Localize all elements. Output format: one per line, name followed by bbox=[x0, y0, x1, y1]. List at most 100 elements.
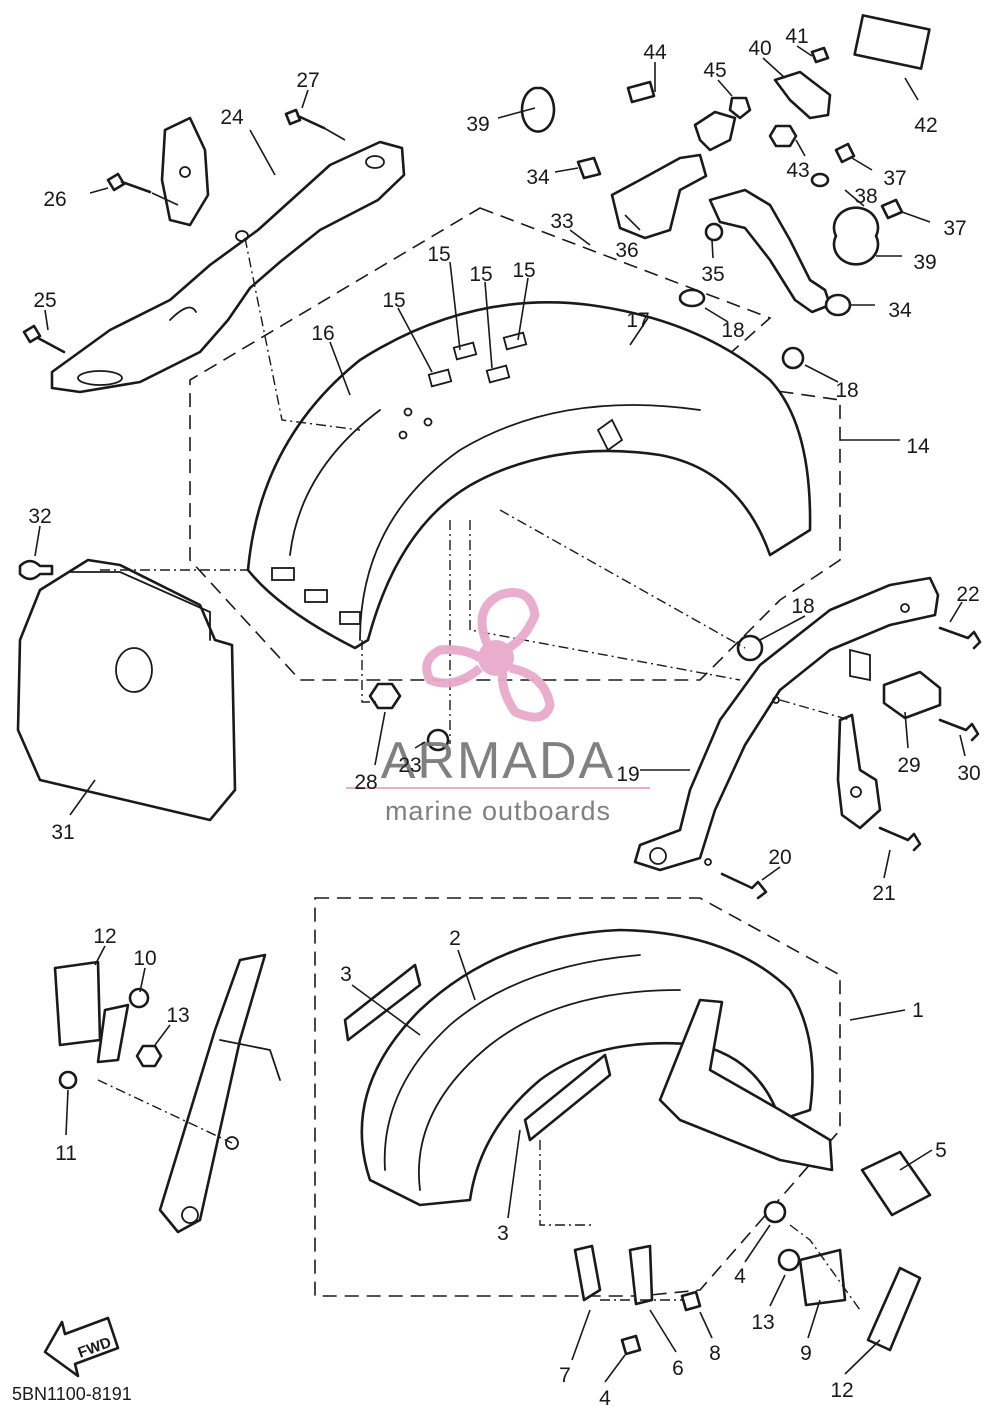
bolt-25 bbox=[22, 324, 66, 354]
collar-34-bottom bbox=[824, 293, 852, 317]
nut-13-left bbox=[135, 1044, 163, 1068]
leader-5 bbox=[899, 1149, 933, 1171]
callout-22: 22 bbox=[956, 583, 979, 606]
callout-15: 15 bbox=[469, 263, 492, 286]
bolt-37-b bbox=[880, 198, 904, 220]
callout-8: 8 bbox=[709, 1342, 721, 1365]
leader-16 bbox=[329, 341, 351, 396]
leader-13 bbox=[769, 1274, 786, 1307]
leader-25 bbox=[44, 309, 49, 331]
bracket-left-small bbox=[96, 1003, 130, 1064]
washer-38 bbox=[810, 172, 830, 188]
reflector-bracket-29 bbox=[882, 670, 942, 720]
leader-11 bbox=[65, 1089, 69, 1136]
callout-15: 15 bbox=[512, 259, 535, 282]
callout-36: 36 bbox=[615, 239, 638, 262]
leader-37 bbox=[851, 157, 873, 171]
watermark-tagline: marine outboards bbox=[385, 796, 611, 826]
washer-39-top bbox=[520, 86, 556, 133]
leader-20 bbox=[761, 866, 781, 881]
callout-27: 27 bbox=[296, 69, 319, 92]
clip-6 bbox=[628, 1244, 654, 1306]
callout-3: 3 bbox=[340, 963, 352, 986]
leader-22 bbox=[949, 601, 963, 623]
leader-12 bbox=[94, 945, 106, 966]
callout-13: 13 bbox=[751, 1311, 774, 1334]
bolt-30 bbox=[938, 718, 980, 742]
leader-42 bbox=[904, 77, 919, 101]
reflector-3-bottom bbox=[523, 1053, 612, 1142]
callout-10: 10 bbox=[133, 947, 156, 970]
bracket-36 bbox=[610, 153, 708, 240]
callout-leaders bbox=[34, 45, 966, 1383]
front-fender bbox=[360, 928, 814, 1207]
callout-18: 18 bbox=[791, 595, 814, 618]
grab-bar-hole-2 bbox=[235, 230, 249, 242]
leader-34 bbox=[554, 167, 579, 173]
leader-17 bbox=[629, 317, 649, 346]
callout-18: 18 bbox=[835, 379, 858, 402]
callout-24: 24 bbox=[220, 106, 244, 129]
callout-45: 45 bbox=[703, 59, 726, 82]
callout-14: 14 bbox=[906, 435, 930, 458]
bracket-40-arm bbox=[773, 70, 832, 120]
callout-13: 13 bbox=[166, 1004, 189, 1027]
nut-13-right bbox=[777, 1248, 801, 1272]
leader-30 bbox=[959, 734, 966, 757]
watermark: ARMADA marine outboards bbox=[346, 588, 650, 826]
callout-16: 16 bbox=[311, 322, 334, 345]
group-box-front-fender bbox=[314, 897, 841, 1297]
rear-fender-stay-right bbox=[633, 576, 940, 872]
grommet-18-a bbox=[678, 288, 706, 308]
callout-4: 4 bbox=[734, 1265, 746, 1288]
clip-7 bbox=[573, 1244, 602, 1302]
callout-26: 26 bbox=[43, 188, 66, 211]
leader-37 bbox=[901, 211, 931, 223]
callout-4: 4 bbox=[599, 1387, 611, 1410]
washer-10 bbox=[128, 987, 150, 1009]
callout-12: 12 bbox=[830, 1379, 853, 1402]
callout-6: 6 bbox=[672, 1357, 684, 1380]
reflector-3-top bbox=[343, 963, 422, 1042]
callout-23: 23 bbox=[398, 754, 421, 777]
bolt-8 bbox=[680, 1290, 702, 1312]
callout-34: 34 bbox=[526, 166, 550, 189]
callout-15: 15 bbox=[382, 289, 405, 312]
callout-43: 43 bbox=[786, 159, 809, 182]
leader-7 bbox=[571, 1309, 591, 1361]
leader-23 bbox=[414, 741, 426, 749]
leader-3 bbox=[507, 1129, 521, 1219]
callout-40: 40 bbox=[748, 37, 771, 60]
leader-35 bbox=[711, 239, 714, 259]
plate-5 bbox=[860, 1150, 932, 1217]
callout-2: 2 bbox=[449, 927, 461, 950]
bolt-41 bbox=[810, 46, 830, 64]
callout-32: 32 bbox=[28, 505, 51, 528]
leader-32 bbox=[34, 525, 41, 557]
grommet-18-b bbox=[781, 346, 805, 370]
callout-5: 5 bbox=[935, 1139, 947, 1162]
grab-bar-left bbox=[50, 140, 406, 394]
callout-41: 41 bbox=[785, 25, 808, 48]
leader-15 bbox=[517, 277, 529, 341]
footrest-bar bbox=[708, 188, 832, 314]
leader-13 bbox=[154, 1024, 171, 1046]
leader-8 bbox=[699, 1311, 713, 1339]
leader-29 bbox=[904, 711, 909, 749]
nut-23 bbox=[426, 728, 450, 752]
leader-18 bbox=[759, 615, 806, 641]
frame-rail-left bbox=[160, 116, 210, 227]
leader-2 bbox=[457, 949, 476, 1001]
stay-9 bbox=[798, 1248, 847, 1307]
bolt-26 bbox=[106, 172, 152, 194]
leader-4 bbox=[744, 1224, 771, 1263]
grab-bar-slot bbox=[77, 370, 123, 386]
washer-39-bottom bbox=[832, 206, 880, 266]
leader-26 bbox=[89, 187, 109, 194]
callout-44: 44 bbox=[643, 41, 667, 64]
callout-29: 29 bbox=[897, 754, 920, 777]
pin-32 bbox=[18, 559, 54, 581]
bolt-37-a bbox=[834, 142, 856, 164]
callout-19: 19 bbox=[616, 763, 639, 786]
